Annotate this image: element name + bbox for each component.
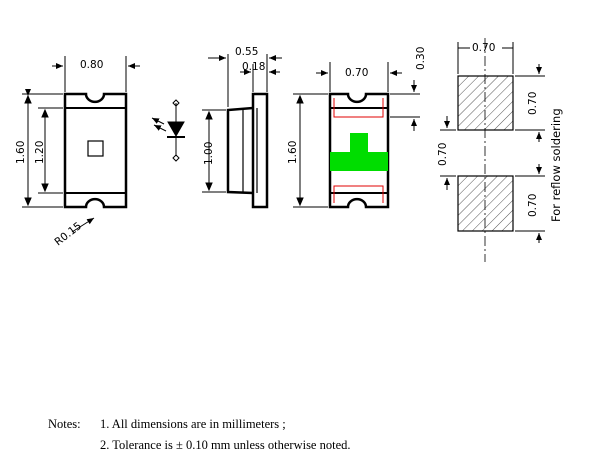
bottom-view: [293, 62, 420, 209]
dim-bottom-width: 0.70: [345, 67, 368, 79]
dim-inner-height: 1.20: [34, 141, 46, 164]
led-symbol-icon: [151, 99, 185, 162]
solder-pad-top: [457, 75, 514, 131]
side-view-lens: [226, 106, 254, 195]
dim-body-width: 0.80: [80, 59, 103, 71]
solder-pad-bottom: [457, 175, 514, 232]
notes-label: Notes:: [48, 417, 81, 431]
dim-pad-height-top: 0.70: [527, 92, 539, 115]
dim-total-depth: 0.55: [235, 46, 258, 58]
top-view: [22, 56, 140, 233]
note-line-2: 2. Tolerance is ± 0.10 mm unless otherwi…: [100, 438, 351, 452]
dim-footprint-width: 0.70: [472, 42, 495, 54]
polarity-mark: [330, 133, 388, 171]
note-line-1: 1. All dimensions are in millimeters ;: [100, 417, 286, 431]
side-view: [202, 54, 282, 209]
side-view-pad: [251, 92, 269, 209]
pad-outline-top: [333, 98, 384, 118]
dim-bottom-height: 1.60: [287, 141, 299, 164]
dim-pad-top: 0.30: [415, 47, 427, 70]
footprint-view: [440, 38, 545, 262]
dim-lens-height: 1.00: [203, 142, 215, 165]
dim-pad-depth: 0.18: [242, 61, 265, 73]
bottom-view-outline: [328, 92, 390, 209]
pad-outline-bottom: [333, 185, 384, 203]
dim-pad-gap: 0.70: [437, 143, 449, 166]
dim-pad-height-bottom: 0.70: [527, 194, 539, 217]
top-view-outline: [63, 92, 128, 209]
chip-window: [87, 140, 104, 157]
dim-corner-radius: R0.15: [52, 220, 84, 248]
dim-body-height: 1.60: [15, 141, 27, 164]
reflow-caption: For reflow soldering: [549, 108, 563, 222]
